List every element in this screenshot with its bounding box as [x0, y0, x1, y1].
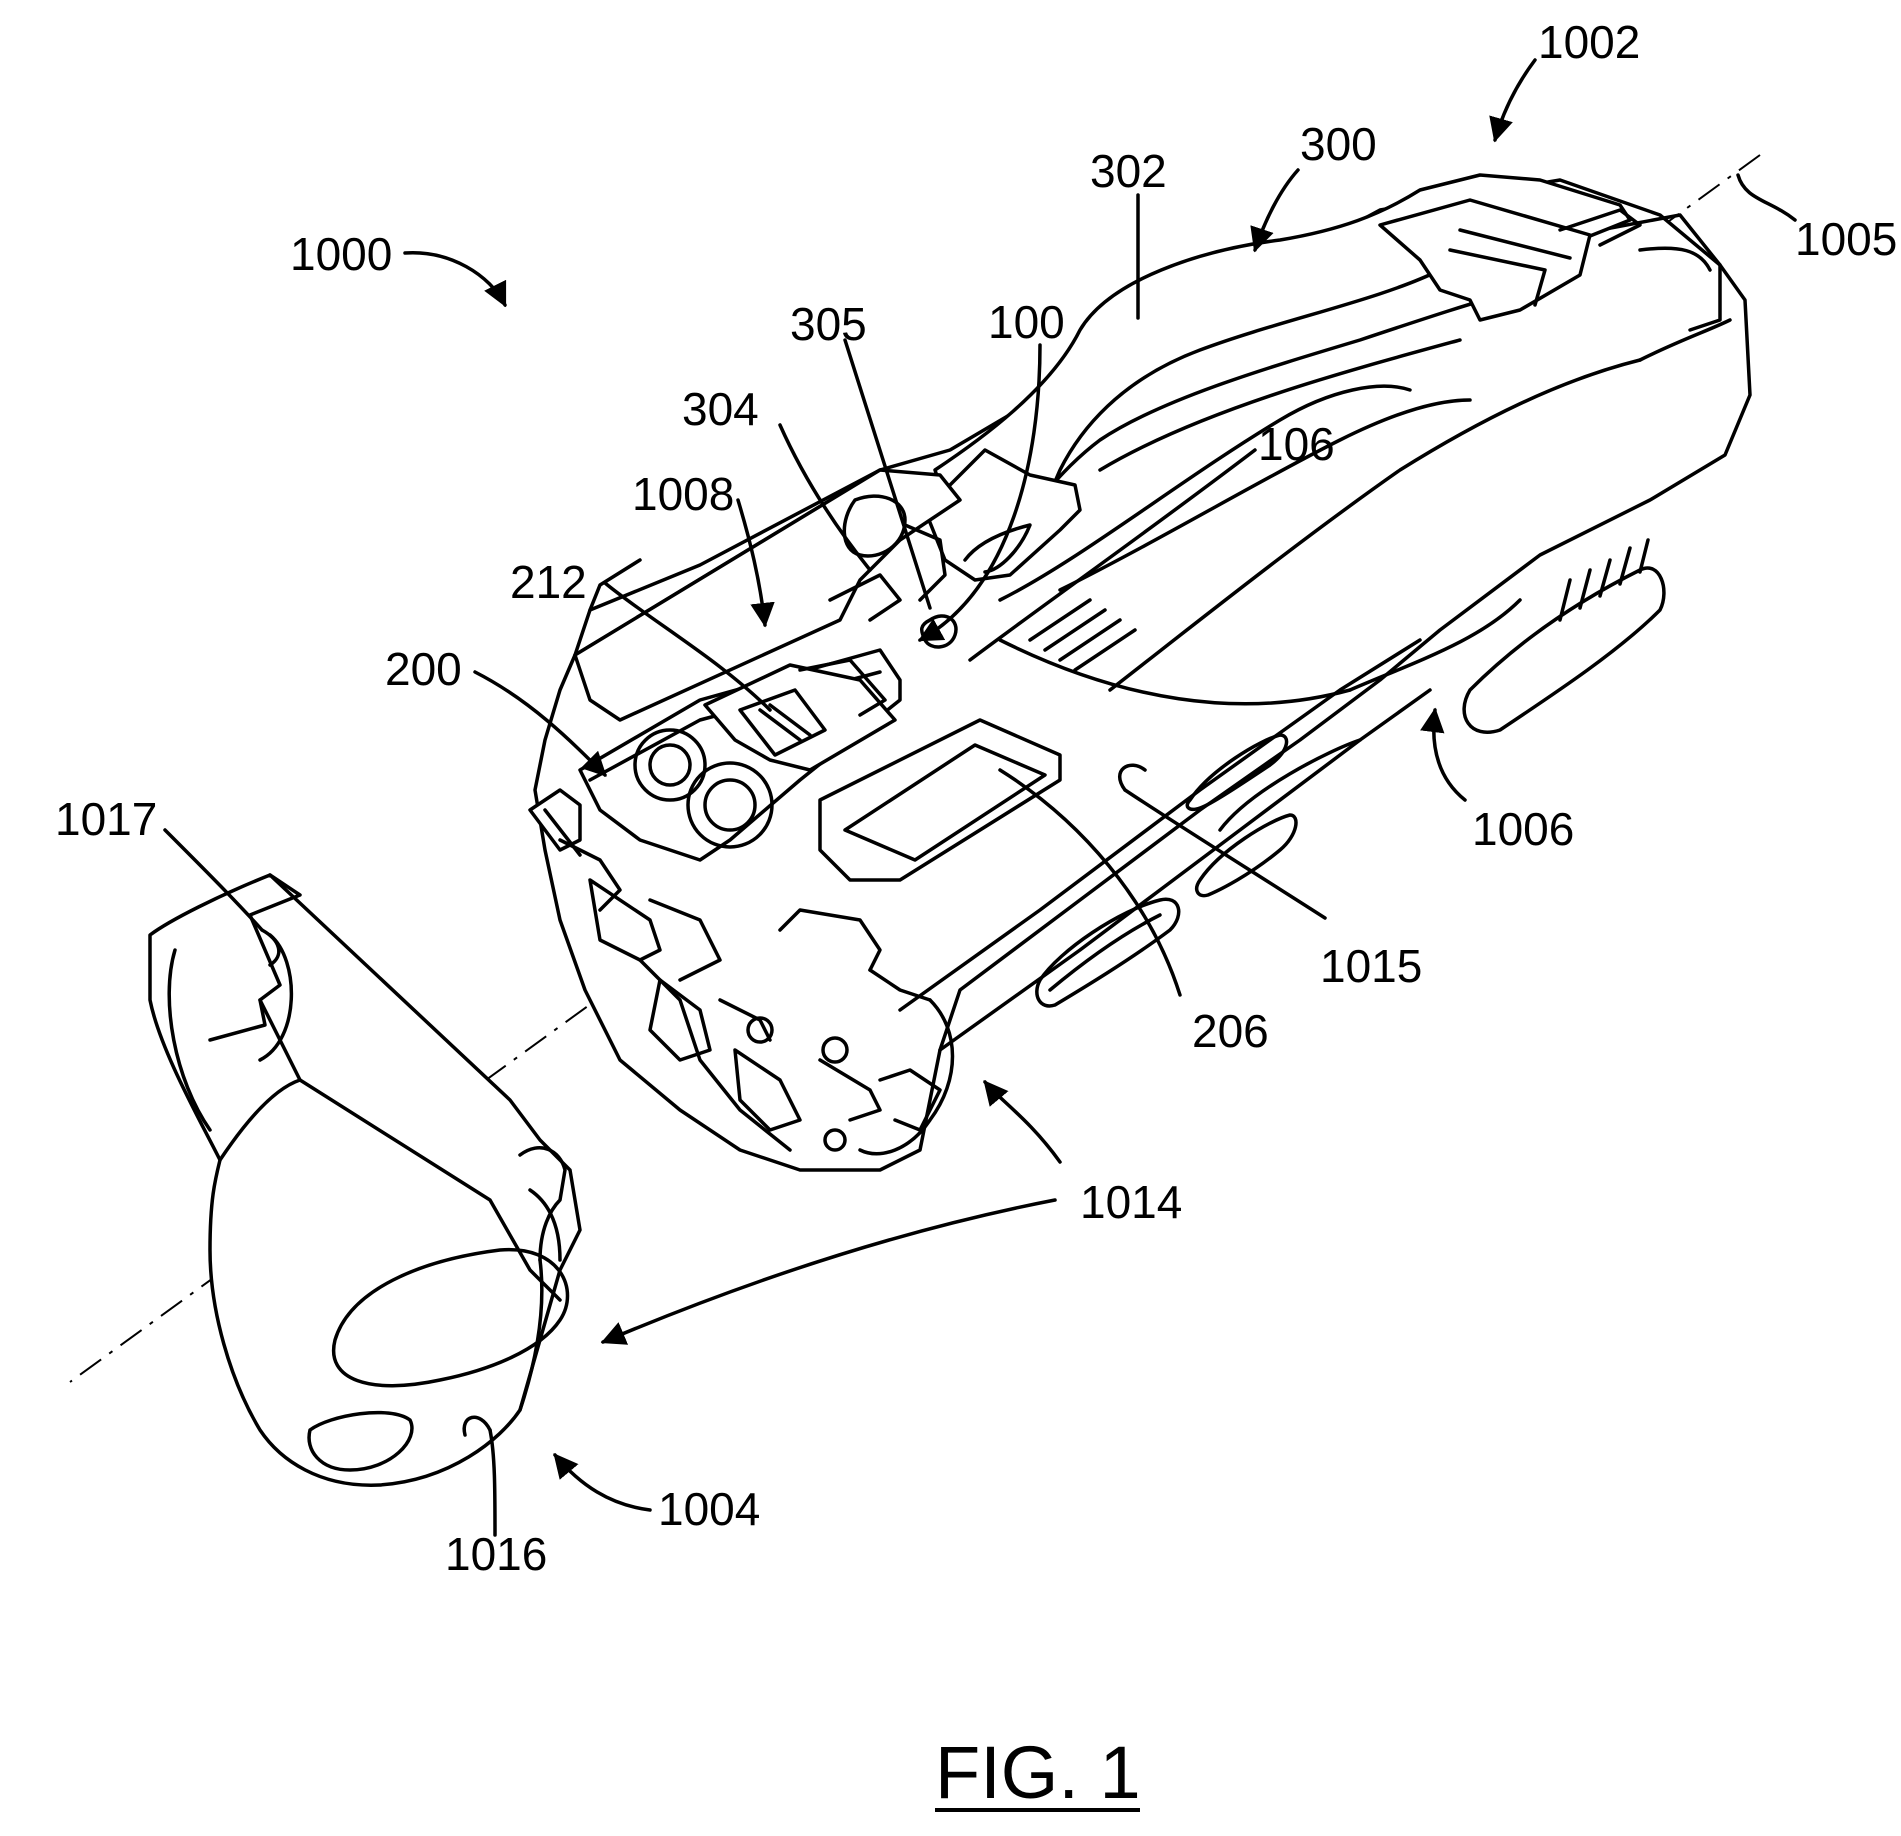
label-1017: 1017 [55, 793, 157, 845]
leaders [163, 58, 1797, 1537]
label-300: 300 [1300, 118, 1377, 170]
reference-labels: 1000 1002 300 302 1005 305 100 304 106 1… [55, 16, 1897, 1580]
label-1016: 1016 [445, 1528, 547, 1580]
label-304: 304 [682, 383, 759, 435]
label-206: 206 [1192, 1005, 1269, 1057]
label-100: 100 [988, 296, 1065, 348]
end-cap [148, 873, 582, 1487]
figure-caption: FIG. 1 [935, 1731, 1141, 1814]
label-200: 200 [385, 643, 462, 695]
label-212: 212 [510, 556, 587, 608]
label-1005: 1005 [1795, 213, 1897, 265]
hand-strap [923, 173, 1642, 582]
label-1015: 1015 [1320, 940, 1422, 992]
caption-text: FIG. 1 [935, 1731, 1141, 1814]
label-1004: 1004 [658, 1483, 760, 1535]
label-305: 305 [790, 298, 867, 350]
label-106: 106 [1258, 418, 1335, 470]
label-1000: 1000 [290, 228, 392, 280]
connector-module [528, 648, 1062, 1156]
label-302: 302 [1090, 145, 1167, 197]
label-1008: 1008 [632, 468, 734, 520]
label-1002: 1002 [1538, 16, 1640, 68]
label-1006: 1006 [1472, 803, 1574, 855]
label-1014: 1014 [1080, 1176, 1182, 1228]
